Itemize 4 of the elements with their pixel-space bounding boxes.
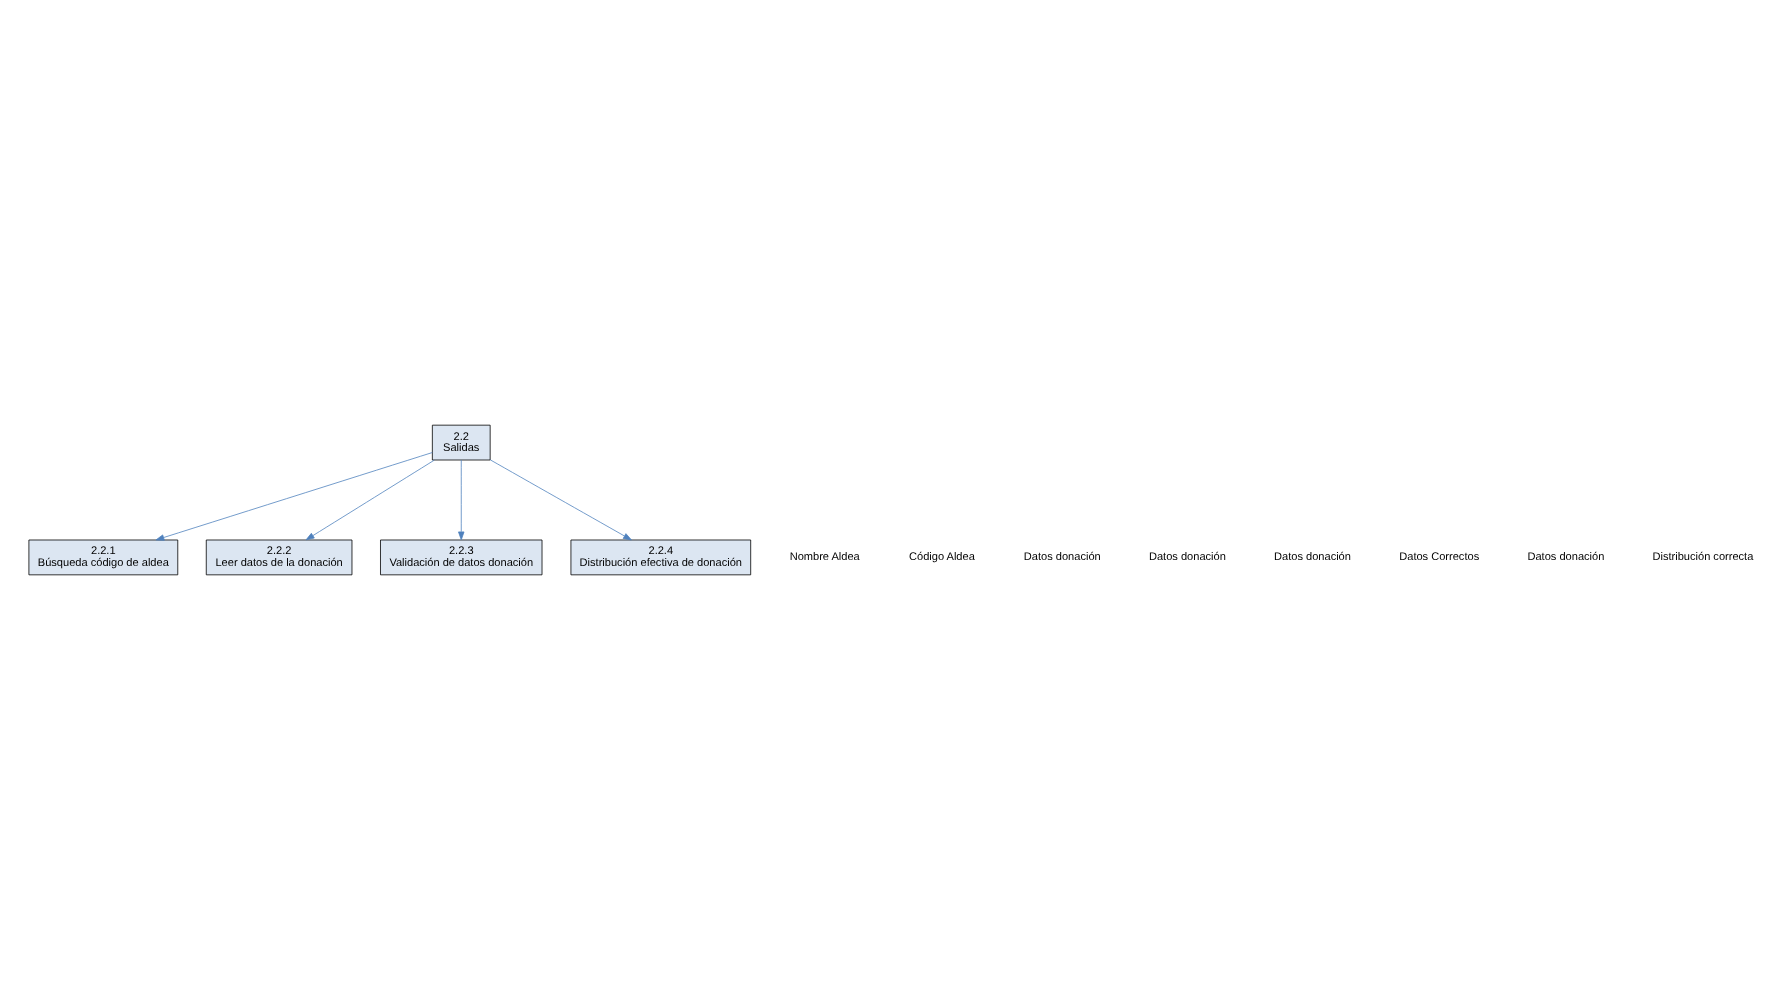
- arrow: [489, 459, 632, 541]
- arrow: [155, 452, 433, 541]
- arrow: [458, 459, 465, 541]
- arrow: [305, 459, 435, 541]
